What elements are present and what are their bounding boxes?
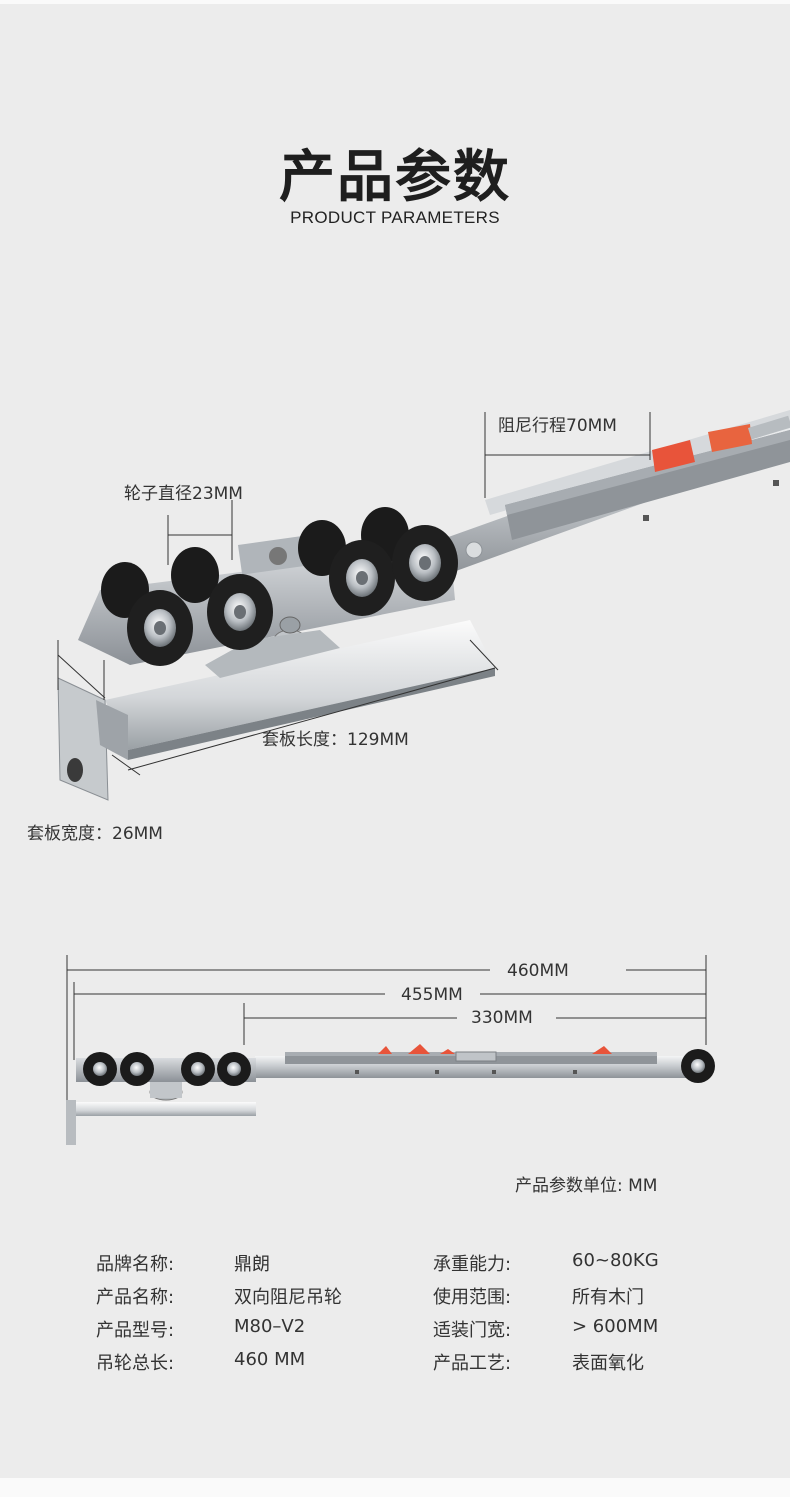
page-subtitle: PRODUCT PARAMETERS <box>290 208 500 227</box>
rail-length-label: 455MM <box>401 985 463 1005</box>
sleeve-width-label: 套板宽度：26MM <box>27 824 163 844</box>
sleeve-plate <box>57 620 495 801</box>
spec-value: 表面氧化 <box>572 1353 644 1374</box>
dimension-lines-top <box>57 412 651 776</box>
spec-key: 产品名称: <box>96 1287 175 1308</box>
track-length-label: 330MM <box>471 1008 533 1028</box>
dimension-lines-bottom <box>66 955 707 1145</box>
rail-top <box>440 410 790 575</box>
spec-key: 使用范围: <box>433 1287 512 1308</box>
damping-stroke-label: 阻尼行程70MM <box>498 416 617 436</box>
wheels-front <box>127 525 458 666</box>
top-border <box>0 0 790 4</box>
spec-key: 产品工艺: <box>433 1353 512 1374</box>
total-length-label: 460MM <box>507 961 569 981</box>
spec-key: 吊轮总长: <box>96 1353 175 1374</box>
bottom-border <box>0 1478 790 1497</box>
page-title: 产品参数 <box>279 145 511 210</box>
spec-value: 60~80KG <box>572 1250 659 1271</box>
spec-key: 适装门宽: <box>433 1320 512 1341</box>
sleeve-length-label: 套板长度：129MM <box>262 730 409 750</box>
spec-value: 鼎朗 <box>234 1254 270 1275</box>
unit-note: 产品参数单位: MM <box>515 1176 658 1196</box>
spec-value: > 600MM <box>572 1316 659 1337</box>
spec-value: 460 MM <box>234 1349 306 1370</box>
wheel-diameter-label: 轮子直径23MM <box>124 484 243 504</box>
spec-value: 所有木门 <box>572 1287 644 1308</box>
spec-value: 双向阻尼吊轮 <box>234 1287 342 1308</box>
spec-value: M80–V2 <box>234 1316 306 1337</box>
hanging-wheel-full-illustration <box>66 1044 715 1145</box>
spec-key: 产品型号: <box>96 1320 175 1341</box>
spec-key: 承重能力: <box>433 1254 512 1275</box>
spec-key: 品牌名称: <box>96 1254 175 1275</box>
